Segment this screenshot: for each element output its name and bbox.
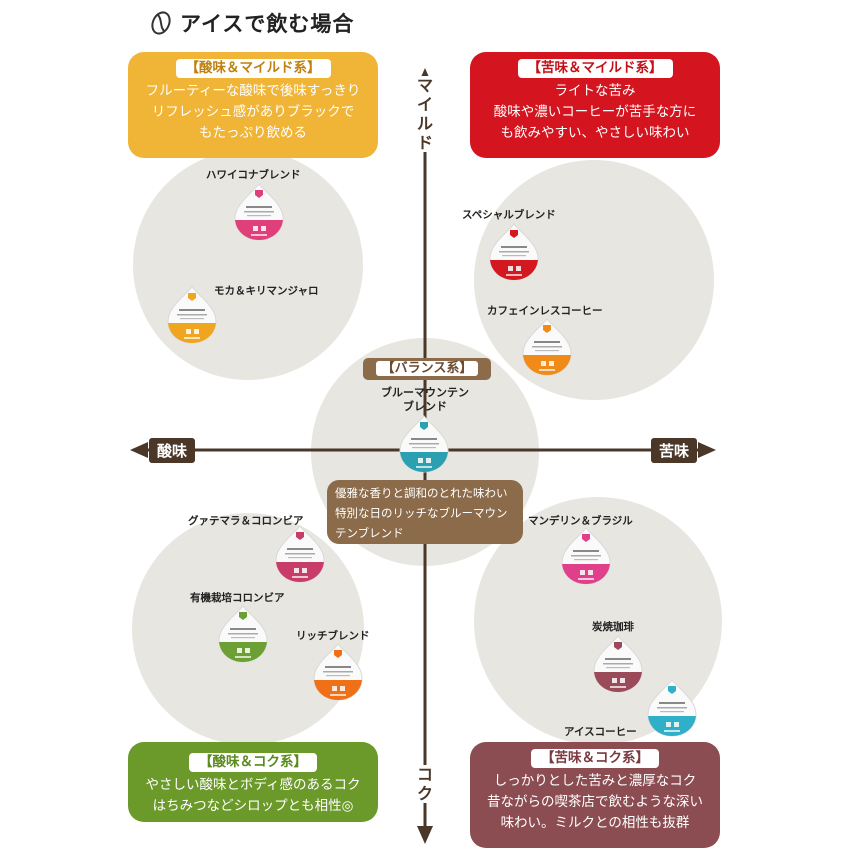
quadrant-line: しっかりとした苦みと濃厚なコク — [493, 773, 697, 789]
quadrant-bitter-mild-box: 【苦味＆マイルド系】 ライトな苦み 酸味や濃いコーヒーが苦手な方に も飲みやすい… — [470, 52, 720, 158]
coffee-bean-icon — [151, 11, 171, 35]
pod-mocha-kilimanjaro — [167, 286, 217, 344]
quadrant-line: 味わい。ミルクとの相性も抜群 — [500, 815, 690, 831]
page-title: アイスで飲む場合 — [148, 8, 354, 38]
product-label-hawaii-kona: ハワイコナブレンド — [206, 169, 301, 181]
quadrant-header: 【苦味＆マイルド系】 — [517, 59, 673, 78]
product-label-rich-blend: リッチブレンド — [296, 630, 370, 642]
title-text: アイスで飲む場合 — [180, 12, 355, 36]
quadrant-header: 【酸味＆マイルド系】 — [175, 59, 331, 78]
balance-description: 優雅な香りと調和のとれた味わい 特別な日のリッチなブルーマウン テンブレンド — [327, 480, 523, 544]
pod-guatemala-colombia — [275, 525, 325, 583]
product-label-mandheling-brazil: マンデリン＆ブラジル — [528, 515, 633, 527]
quadrant-line: フルーティーな酸味で後味すっきり — [145, 83, 361, 99]
pod-special-blend — [489, 223, 539, 281]
pod-blue-mountain — [399, 415, 449, 473]
product-label-ice-coffee: アイスコーヒー — [564, 726, 637, 738]
balance-product-label: ブルーマウンテン ブレンド — [381, 386, 469, 413]
quadrant-line: ライトな苦み — [554, 83, 636, 99]
quadrant-header: 【苦味＆コク系】 — [531, 749, 659, 768]
pod-hawaii-kona — [234, 183, 284, 241]
quadrant-line: やさしい酸味とボディ感のあるコク — [145, 777, 361, 793]
quadrant-bitter-koku-box: 【苦味＆コク系】 しっかりとした苦みと濃厚なコク 昔ながらの喫茶店で飲むような深… — [470, 742, 720, 848]
balance-header: 【バランス系】 — [363, 358, 491, 380]
axis-label-mild: マイルド — [414, 76, 436, 152]
product-label-organic-colombia: 有機栽培コロンビア — [190, 592, 285, 604]
quadrant-line: もたっぷり飲める — [199, 125, 307, 141]
quadrant-line: 酸味や濃いコーヒーが苦手な方に — [493, 104, 697, 120]
quadrant-line: はちみつなどシロップとも相性◎ — [152, 798, 354, 814]
pod-sumiyaki — [593, 635, 643, 693]
quadrant-acid-koku-box: 【酸味＆コク系】 やさしい酸味とボディ感のあるコク はちみつなどシロップとも相性… — [128, 742, 378, 822]
pod-ice-coffee — [647, 679, 697, 737]
product-label-mocha-kilimanjaro: モカ＆キリマンジャロ — [214, 285, 319, 297]
product-label-sumiyaki: 炭焼珈琲 — [592, 621, 634, 633]
quadrant-acid-mild-box: 【酸味＆マイルド系】 フルーティーな酸味で後味すっきり リフレッシュ感がありブラ… — [128, 52, 378, 158]
pod-mandheling-brazil — [561, 527, 611, 585]
axis-label-koku: コク — [414, 765, 436, 803]
product-label-decaf: カフェインレスコーヒー — [487, 305, 603, 317]
pod-decaf — [522, 318, 572, 376]
quadrant-line: 昔ながらの喫茶店で飲むような深い — [487, 794, 703, 810]
product-label-special-blend: スペシャルブレンド — [462, 209, 556, 221]
quadrant-line: リフレッシュ感がありブラックで — [151, 104, 355, 120]
axis-label-bitter: 苦味 — [651, 438, 698, 463]
quadrant-line: も飲みやすい、やさしい味わい — [500, 125, 690, 141]
circle-acid-mild — [133, 150, 363, 380]
pod-rich-blend — [313, 643, 363, 701]
quadrant-header: 【酸味＆コク系】 — [189, 753, 317, 772]
product-label-guatemala-colombia: グァテマラ＆コロンビア — [188, 515, 304, 527]
pod-organic-colombia — [218, 605, 268, 663]
axis-label-acid: 酸味 — [149, 438, 196, 463]
